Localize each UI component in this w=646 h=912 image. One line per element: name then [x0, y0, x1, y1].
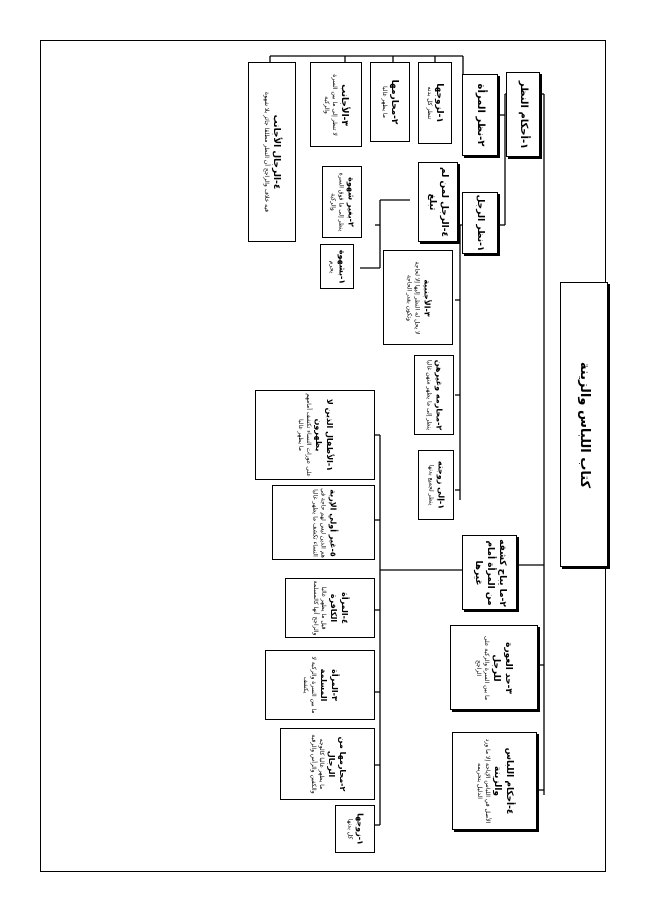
node-woman-foreign-men: ٤-الرجال الأجانب فيه خلاف والراجح أن الن…: [248, 62, 296, 242]
root-title: كتاب اللباس والزينة: [576, 361, 592, 488]
node-muslim-woman-desc: ما بين السرة والركبة لا يكشف: [302, 656, 318, 714]
node-no-desire: ٥-غير أولي الإربة هم الذين ليس لهم حاجة …: [272, 485, 375, 560]
node-nonmuslim-woman-desc: قيل ما يظهر غالبا والراجح أنها كالمسلمة: [312, 580, 328, 636]
node-man-wife-title: ١-إلى زوجته: [436, 460, 446, 510]
branch-exposure-title: ٢-ما يباح كشفه من المرأة أمام غيرها: [472, 538, 507, 607]
node-man-viewing-title: ١-نظر الرجل: [475, 194, 486, 252]
node-children: ١-الأطفال الذين لا يظهرون على عورات النس…: [255, 390, 375, 480]
node-muslim-woman-title: ٣-المرأة المسلمة: [319, 668, 339, 702]
node-woman-spouse-desc: تنظر كل بدنه: [425, 86, 433, 120]
node-muslim-woman: ٣-المرأة المسلمة ما بين السرة والركبة لا…: [265, 650, 375, 720]
node-man-mahram-desc: ينظر إلى ما يظهر منهن غالبا: [425, 359, 433, 431]
node-woman-viewing-title: ٢-نظر المرأة: [474, 83, 486, 147]
node-husband: ١-زوجها كل بدنها: [335, 805, 375, 853]
node-woman-foreign-men-desc: فيه خلاف والراجح أن النظر مطلقا جائز بلا…: [262, 91, 270, 212]
node-man-foreign-desc: لا يحل له النظر إليها إلا لحاجة وتكون بق…: [405, 261, 421, 334]
node-woman-mahram: ٢-محارمها ما يظهر غالبا: [370, 62, 410, 142]
node-woman-mahram-title: ٢-محارمها: [389, 79, 400, 125]
node-woman-spouse: ١-لزوجها تنظر كل بدنه: [418, 62, 452, 144]
node-man-foreign: ٣-الأجنبية لا يحل له النظر إليها إلا لحا…: [383, 250, 453, 345]
node-mahram-men-desc: ما يظهر غالبا كالوجه والكفين والرأس والر…: [309, 734, 325, 794]
node-no-desire-title: ٥-غير أولي الإربة: [327, 488, 337, 557]
node-mahram-men-title: ٢-محارمها من الرجال: [326, 736, 347, 792]
node-man-no-lust-title: ٢-بغير شهوة: [346, 177, 356, 227]
node-man-lust-title: ١-بشهوة: [337, 249, 347, 284]
branch-viewing-rules: ١-أحكام النظر: [506, 72, 540, 157]
root-node: كتاب اللباس والزينة: [560, 282, 608, 567]
node-woman-foreign-title: ٣-الأجانب: [339, 83, 350, 126]
node-mahram-men: ٢-محارمها من الرجال ما يظهر غالبا كالوجه…: [280, 728, 375, 800]
branch-clothing-adornment-title: ٤-أحكام اللباس والزينة: [491, 747, 514, 815]
branch-clothing-adornment: ٤-أحكام اللباس والزينة الأصل في اللباس ا…: [452, 732, 537, 830]
branch-man-awrah-desc: ما بين السرة والركبة على الراجح: [474, 635, 490, 700]
node-man-wife: ١-إلى زوجته ينظر لجميع بدنها: [418, 450, 454, 520]
branch-man-awrah-title: ٣-حد العورة للرجل: [491, 641, 514, 694]
branch-man-awrah: ٣-حد العورة للرجل ما بين السرة والركبة ع…: [450, 625, 538, 710]
node-woman-foreign-desc: لا تنظر إلى ما بين السرة والركبة: [322, 73, 339, 136]
node-nonmuslim-woman: ٤-المرأة الكافرة قيل ما يظهر غالبا والرا…: [285, 578, 375, 638]
node-man-nonadult: ٤-الرجل لمن لم تبلغ: [418, 162, 458, 242]
node-woman-viewing: ٢-نظر المرأة: [462, 74, 498, 156]
node-man-mahram-title: ٢-محارمه وغيرهن: [434, 359, 444, 431]
node-man-lust-desc: يحرم: [328, 260, 336, 273]
node-woman-foreign-men-title: ٤-الرجال الأجانب: [271, 114, 282, 190]
node-no-desire-desc: هم الذين ليس لهم حاجة في النساء تكشف ما …: [311, 487, 327, 558]
branch-exposure: ٢-ما يباح كشفه من المرأة أمام غيرها: [462, 535, 517, 610]
node-man-wife-desc: ينظر لجميع بدنها: [427, 464, 435, 506]
node-man-lust: ١-بشهوة يحرم: [320, 244, 354, 289]
node-man-foreign-title: ٣-الأجنبية: [422, 278, 432, 317]
node-woman-spouse-title: ١-لزوجها: [434, 83, 445, 123]
node-woman-mahram-desc: ما يظهر غالبا: [380, 86, 388, 118]
node-children-title: ١-الأطفال الذين لا يظهرون: [314, 398, 334, 472]
node-man-viewing: ١-نظر الرجل: [462, 192, 498, 254]
node-husband-title: ١-زوجها: [355, 813, 365, 845]
node-children-desc: على عورات النساء تكشف أمامهم ما يظهر غال…: [297, 393, 313, 477]
node-man-no-lust: ٢-بغير شهوة ينظر إلى ما فوق السرة والركب…: [322, 166, 362, 238]
node-man-no-lust-desc: ينظر إلى ما فوق السرة والركبة: [329, 172, 345, 232]
branch-clothing-adornment-desc: الأصل في اللباس الإباحة إلا ما ورد الدلي…: [475, 738, 491, 824]
branch-viewing-rules-title: ١-أحكام النظر: [517, 80, 529, 149]
node-woman-foreign: ٣-الأجانب لا تنظر إلى ما بين السرة والرك…: [310, 62, 362, 147]
node-nonmuslim-woman-title: ٤-المرأة الكافرة: [329, 592, 349, 624]
node-husband-desc: كل بدنها: [346, 818, 354, 840]
node-man-mahram: ٢-محارمه وغيرهن ينظر إلى ما يظهر منهن غا…: [414, 355, 454, 435]
node-man-nonadult-title: ٤-الرجل لمن لم تبلغ: [427, 166, 450, 238]
